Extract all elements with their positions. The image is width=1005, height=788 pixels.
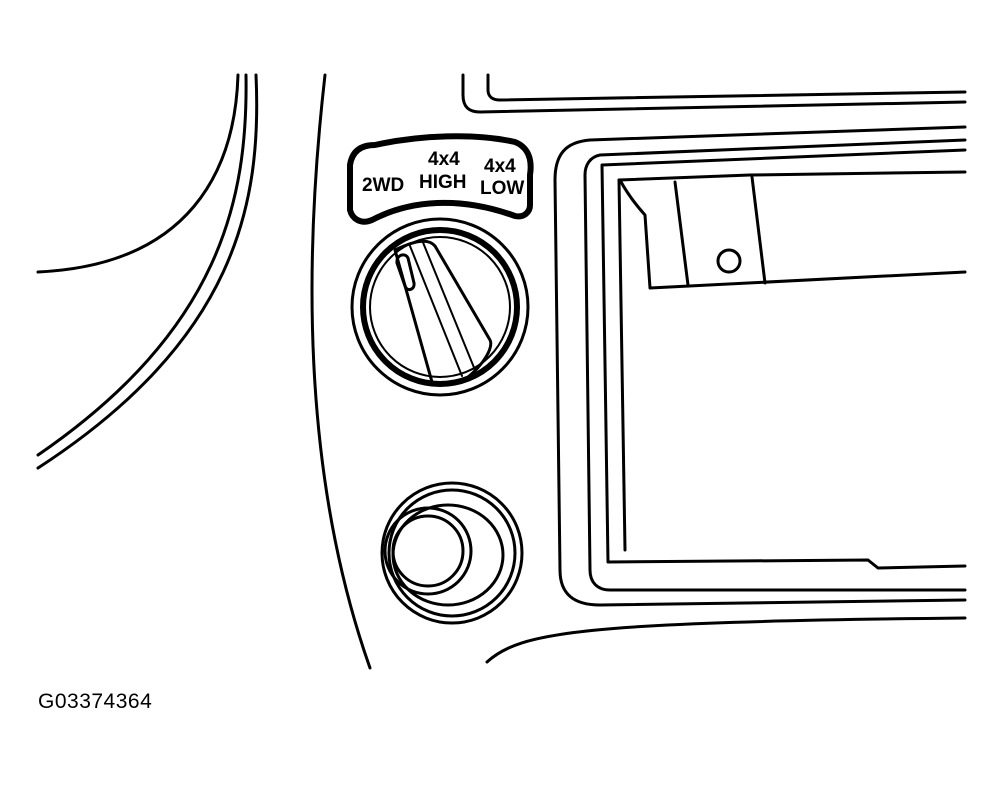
4wd-selector-knob[interactable] xyxy=(350,217,530,397)
figure-id: G03374364 xyxy=(38,690,153,713)
dash-trim-left xyxy=(36,73,259,470)
label-4x4-high-line1: 4x4 xyxy=(428,149,460,170)
label-4x4-low-line2: LOW xyxy=(480,178,524,199)
lower-control-knob[interactable] xyxy=(380,481,524,625)
label-2wd: 2WD xyxy=(362,175,404,196)
label-4x4-low-line1: 4x4 xyxy=(484,156,516,177)
selector-label-plate: 2WD 4x4 HIGH 4x4 LOW xyxy=(347,133,534,225)
console-edge xyxy=(485,616,967,664)
radio-opening xyxy=(553,125,967,607)
bezel-edge xyxy=(310,73,372,670)
radio-knob-icon xyxy=(716,248,742,274)
label-4x4-high-line2: HIGH xyxy=(419,172,467,193)
upper-vent-trim-inner xyxy=(486,73,967,102)
knob-pointer-icon xyxy=(395,253,416,292)
upper-vent-trim xyxy=(461,73,967,114)
